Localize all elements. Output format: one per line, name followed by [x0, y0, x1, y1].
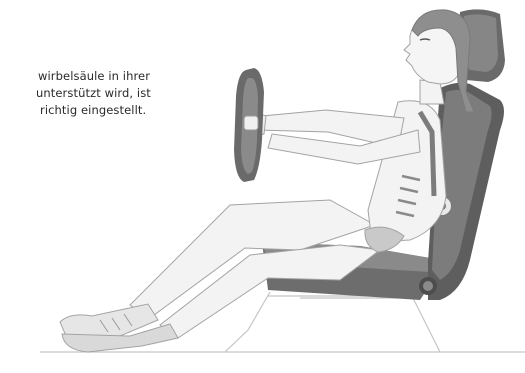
seat-base	[225, 292, 440, 352]
person-figure-icon	[60, 10, 474, 352]
steering-wheel-icon	[234, 68, 264, 182]
